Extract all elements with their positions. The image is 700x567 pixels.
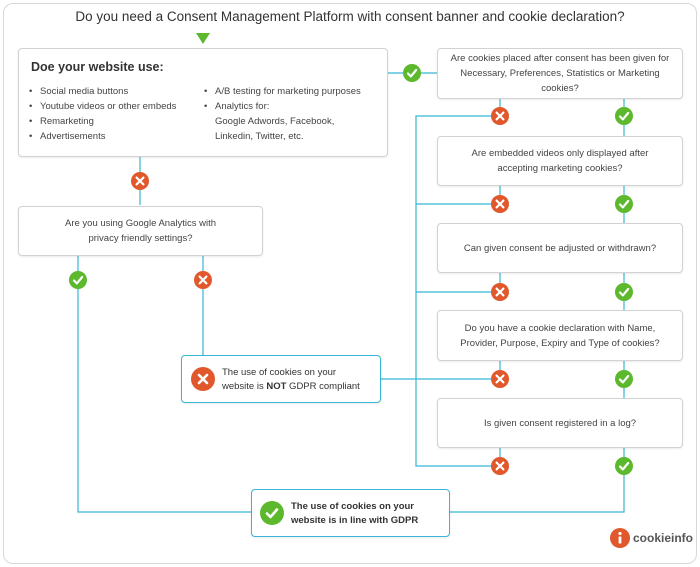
question-text: Are cookies placed after consent has bee… [450,53,670,64]
website-uses-list-left: Social media buttons Youtube videos or o… [29,84,176,144]
no-cross-icon [489,193,511,215]
diagram-title: Do you need a Consent Management Platfor… [75,9,625,24]
logo-text: cookieinfo [633,531,694,545]
use-item: Social media buttons [29,84,176,99]
not-compliant-text: The use of cookies on your website is NO… [222,367,360,392]
yes-check-icon [613,281,635,303]
yes-check-icon [401,62,423,84]
website-uses-list-right: A/B testing for marketing purposes Analy… [204,84,361,144]
use-item-sub: Linkedin, Twitter, etc. [215,131,304,142]
no-cross-icon [489,105,511,127]
yes-check-icon [613,368,635,390]
question-text: Provider, Purpose, Expiry and Type of co… [460,337,660,349]
no-cross-icon [489,281,511,303]
question-box-consent-withdrawal: Can given consent be adjusted or withdra… [437,223,683,273]
no-cross-icon [192,269,214,291]
compliant-text: The use of cookies on your website is in… [291,501,419,526]
use-item: Youtube videos or other embeds [29,99,176,114]
cross-icon [191,367,215,391]
question-text: Are you using Google Analytics with [64,218,217,229]
question-box-cookie-declaration: Do you have a cookie declaration with Na… [437,310,683,361]
yes-check-icon [67,269,89,291]
question-box-consent-placement: Are cookies placed after consent has bee… [437,48,683,99]
yes-check-icon [613,193,635,215]
use-item: Analytics for: [204,99,361,114]
question-text: accepting marketing cookies? [497,163,623,174]
yes-check-icon [613,105,635,127]
question-box-consent-log: Is given consent registered in a log? [437,398,683,448]
connector-ga-yes [77,256,251,513]
info-icon [610,528,630,548]
no-cross-icon [129,170,151,192]
use-item: A/B testing for marketing purposes [204,84,361,99]
use-item: Remarketing [29,114,176,129]
use-item: Advertisements [29,129,176,144]
compliant-outcome-box [251,489,450,537]
no-cross-icon [489,368,511,390]
google-analytics-question-box: Are you using Google Analytics with priva… [18,206,263,256]
yes-check-icon [613,455,635,477]
question-text: Necessary, Preferences, Statistics or Ma… [460,68,660,94]
question-box-embedded-videos: Are embedded videos only displayed after… [437,136,683,186]
question-text: privacy friendly settings? [88,233,193,244]
question-text: Are embedded videos only displayed after [471,148,649,159]
website-uses-heading: Doe your website use: [31,60,164,74]
question-text: Do you have a cookie declaration with Na… [464,322,656,334]
check-icon [260,501,284,525]
question-text: Can given consent be adjusted or withdra… [463,242,657,254]
cookieinfo-logo: cookieinfo [610,528,693,548]
start-arrow [196,33,210,44]
question-text: Is given consent registered in a log? [483,417,637,429]
no-cross-icon [489,455,511,477]
use-item-sub: Google Adwords, Facebook, [215,116,335,127]
